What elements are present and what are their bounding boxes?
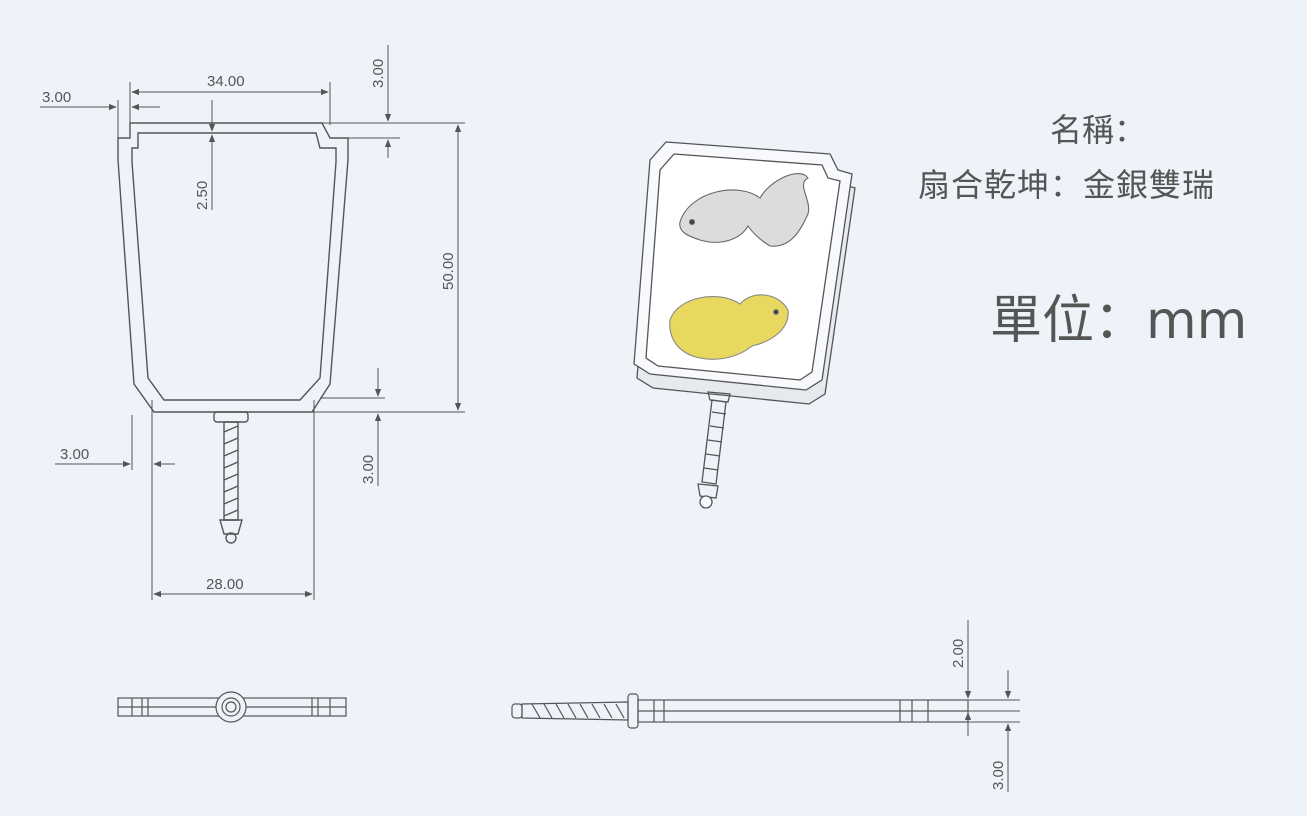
dim-top-width: 34.00 bbox=[207, 73, 245, 90]
dim-height: 50.00 bbox=[440, 252, 457, 290]
dim-frame-offset-top: 3.00 bbox=[370, 59, 387, 88]
front-dimensions bbox=[40, 45, 465, 600]
perspective-view bbox=[633, 141, 856, 509]
dim-bottom-width: 28.00 bbox=[206, 576, 244, 593]
dim-inner-offset: 2.50 bbox=[194, 181, 211, 210]
side-dimensions bbox=[964, 620, 1020, 792]
name-label: 名稱： bbox=[1050, 111, 1147, 149]
front-dimension-labels: 34.00 3.00 3.00 2.50 50.00 3.00 3.00 28.… bbox=[42, 59, 457, 593]
front-handle bbox=[213, 411, 249, 544]
dim-frame-offset-left: 3.00 bbox=[42, 89, 71, 106]
inner-frame bbox=[131, 132, 337, 401]
unit-label: 單位：mm bbox=[990, 291, 1248, 351]
dim-bottom-offset: 3.00 bbox=[360, 455, 377, 484]
perspective-handle bbox=[697, 391, 731, 509]
gold-fish bbox=[669, 294, 789, 360]
dim-side-thickness-top: 2.00 bbox=[950, 639, 967, 668]
side-dimension-labels: 2.00 3.00 bbox=[950, 639, 1007, 790]
dim-side-thickness-bottom: 3.00 bbox=[990, 761, 1007, 790]
side-view bbox=[511, 693, 969, 729]
silver-fish bbox=[679, 173, 810, 247]
dim-bottom-offset-left: 3.00 bbox=[60, 446, 89, 463]
product-name: 扇合乾坤：金銀雙瑞 bbox=[918, 166, 1216, 204]
top-view bbox=[117, 691, 347, 723]
outer-frame bbox=[117, 122, 349, 413]
